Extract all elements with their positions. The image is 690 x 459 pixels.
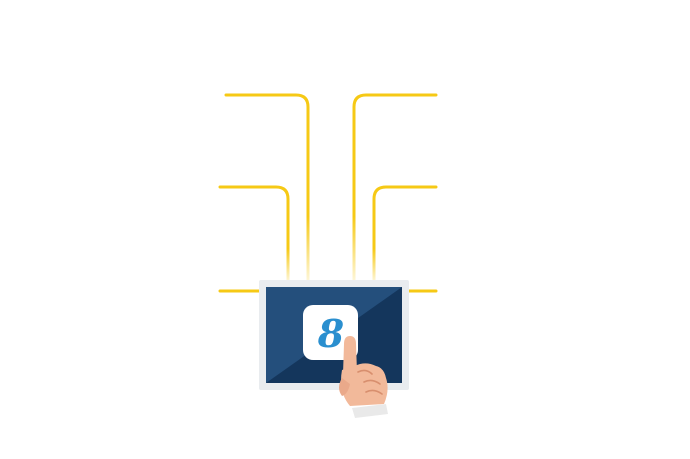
hand-palm [341, 363, 388, 406]
hand-thumb [339, 378, 350, 396]
pointing-hand-icon [339, 336, 388, 418]
app-glyph: 8 [317, 311, 344, 356]
hand-knuckles [357, 369, 383, 395]
index-finger [343, 336, 357, 374]
circuit-line-upper-right [352, 93, 438, 284]
circuit-line-middle-right [372, 185, 438, 284]
circuit-lines [218, 34, 438, 293]
circuit-line-upper-left [224, 93, 310, 284]
sleeve-cuff [352, 404, 388, 418]
circuit-line-middle-left [218, 185, 290, 284]
